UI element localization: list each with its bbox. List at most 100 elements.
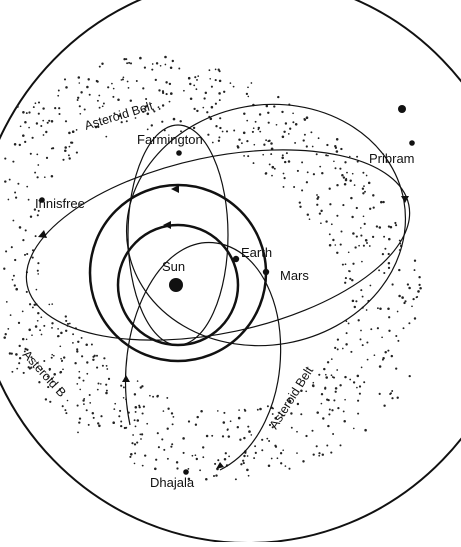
asteroid-dot (152, 395, 155, 398)
asteroid-dot (133, 462, 136, 465)
asteroid-dot (58, 388, 62, 391)
asteroid-dot (355, 206, 358, 210)
asteroid-dot (342, 410, 345, 413)
asteroid-dot (7, 327, 10, 330)
asteroid-dot (356, 160, 359, 163)
dhajala-label: Dhajala (150, 475, 195, 490)
asteroid-dot (351, 215, 354, 219)
asteroid-dot (134, 410, 137, 413)
asteroid-dot (267, 111, 270, 115)
farmington-direction-arrow (122, 375, 130, 382)
asteroid-dot (78, 105, 81, 108)
asteroid-dot (126, 80, 129, 83)
asteroid-dot (209, 77, 212, 80)
asteroid-dot (223, 411, 226, 414)
asteroid-dot (54, 106, 57, 110)
earth-direction-arrow (163, 221, 171, 229)
asteroid-dot (286, 399, 289, 402)
asteroid-dot (120, 420, 123, 423)
asteroid-dot (281, 156, 284, 160)
asteroid-dot (107, 86, 110, 89)
asteroid-dot (62, 158, 65, 161)
asteroid-dot (281, 110, 284, 114)
asteroid-dot (21, 337, 25, 341)
asteroid-dot (169, 66, 173, 70)
asteroid-dot (92, 416, 95, 419)
asteroid-dot (252, 127, 255, 130)
asteroid-dot (215, 474, 218, 477)
asteroid-dot (243, 436, 246, 440)
asteroid-dot (134, 406, 138, 409)
asteroid-dot (13, 284, 16, 287)
asteroid-dot (274, 416, 277, 420)
asteroid-dot (168, 82, 172, 86)
asteroid-dot (318, 454, 321, 457)
asteroid-dot (268, 423, 272, 427)
asteroid-dot (376, 327, 379, 330)
asteroid-dot (368, 245, 371, 247)
asteroid-dot (86, 361, 89, 364)
asteroid-dot (346, 171, 348, 174)
asteroid-dot (273, 105, 276, 108)
asteroid-dot (360, 329, 362, 332)
asteroid-dot (320, 402, 323, 405)
asteroid-dot (315, 153, 318, 156)
asteroid-dot (121, 78, 124, 81)
asteroid-dot (240, 463, 243, 466)
asteroid-dot (107, 377, 111, 381)
asteroid-dot (83, 398, 86, 400)
asteroid-dot (21, 310, 24, 313)
asteroid-dot (101, 62, 104, 66)
asteroid-dot (324, 386, 327, 389)
asteroid-dot (345, 332, 348, 335)
asteroid-dot (361, 295, 364, 298)
asteroid-dot (378, 392, 381, 395)
asteroid-dot (153, 110, 156, 113)
asteroid-dot (96, 388, 99, 391)
asteroid-dot (246, 139, 249, 143)
asteroid-dot (123, 57, 126, 61)
asteroid-dot (296, 169, 299, 172)
asteroid-dot (36, 214, 39, 217)
asteroid-dot (61, 360, 63, 362)
asteroid-dot (113, 112, 116, 115)
asteroid-dot (145, 97, 148, 101)
asteroid-dot (246, 468, 249, 472)
asteroid-dot (395, 224, 398, 227)
asteroid-dot (384, 247, 387, 250)
asteroid-dot (387, 262, 391, 265)
asteroid-dot (142, 405, 146, 408)
asteroid-dot (292, 112, 294, 115)
asteroid-dot (283, 130, 286, 134)
asteroid-dot (208, 69, 211, 72)
asteroid-dot (383, 404, 386, 407)
asteroid-dot (216, 410, 219, 412)
asteroid-dot (18, 226, 22, 229)
asteroid-dot (369, 207, 372, 210)
asteroid-dot (196, 78, 198, 81)
asteroid-dot (397, 339, 400, 342)
asteroid-dot (98, 424, 101, 428)
asteroid-dot (243, 454, 246, 458)
asteroid-dot (99, 383, 102, 385)
asteroid-dot (360, 234, 363, 237)
asteroid-dot (76, 383, 79, 385)
asteroid-dot (370, 328, 373, 331)
asteroid-dot (10, 352, 13, 355)
asteroid-dot (413, 259, 417, 262)
asteroid-dot (18, 143, 21, 147)
asteroid-dot (166, 457, 169, 460)
asteroid-dot (365, 309, 368, 311)
asteroid-dot (387, 349, 390, 352)
asteroid-dot (321, 171, 324, 175)
asteroid-dot (219, 117, 222, 120)
asteroid-dot (327, 424, 330, 428)
asteroid-dot (8, 352, 12, 355)
asteroid-dot (157, 106, 160, 109)
asteroid-dot (359, 227, 362, 229)
asteroid-dot (388, 329, 391, 332)
asteroid-dot (51, 303, 54, 305)
earth-label: Earth (241, 245, 272, 260)
asteroid-dot (391, 283, 394, 286)
asteroid-dot (88, 93, 91, 96)
